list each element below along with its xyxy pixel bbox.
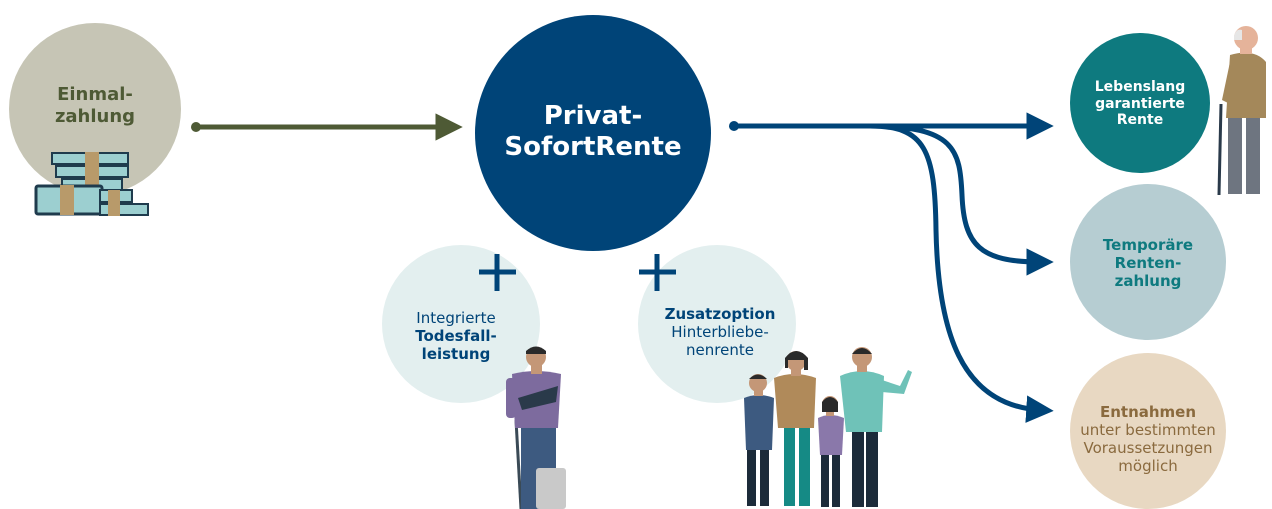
temporary-circle [1070, 184, 1226, 340]
arrow-withdrawals [867, 123, 1054, 423]
family-icon [744, 347, 912, 507]
money-stack-icon [34, 152, 149, 216]
center-circle [475, 15, 711, 251]
arrow-temporary [867, 123, 1054, 276]
plus-icon [479, 254, 516, 291]
survivor-pension-circle [638, 245, 796, 403]
lifelong-circle [1070, 33, 1210, 173]
elderly-man-icon [1217, 26, 1266, 196]
output-arrows [731, 112, 1054, 423]
plus-icon [639, 254, 676, 291]
output-arrow-dot [729, 121, 739, 131]
death-benefit-circle [382, 245, 540, 403]
input-arrow-dot [191, 122, 201, 132]
withdrawals-circle [1070, 353, 1226, 509]
injured-man-icon [506, 346, 566, 509]
